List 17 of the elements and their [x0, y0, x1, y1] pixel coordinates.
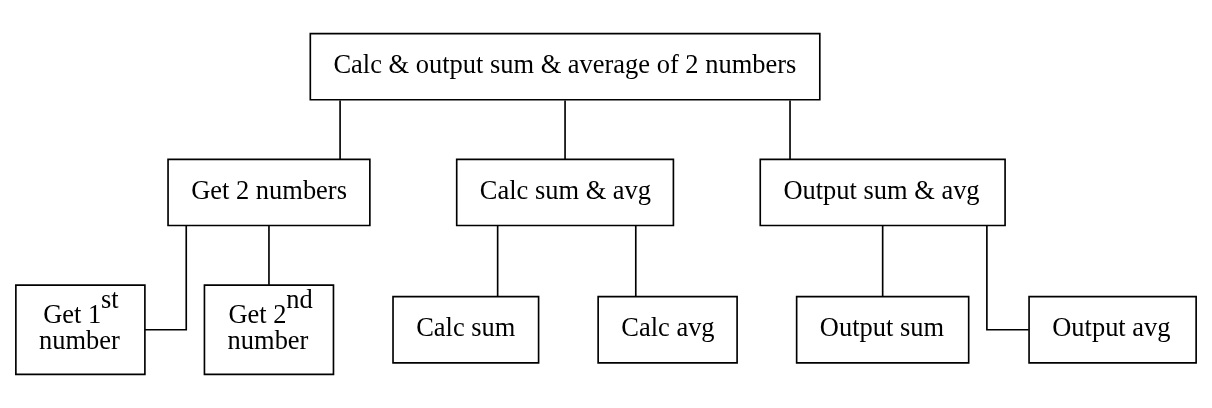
connector: [339, 99, 341, 160]
connector: [789, 99, 791, 160]
connector: [634, 224, 637, 298]
node-box: Output avg: [1028, 295, 1197, 364]
connector: [564, 99, 566, 160]
node-box: Get 2 numbers: [167, 158, 371, 227]
connector: [986, 224, 1030, 331]
connector: [881, 224, 884, 298]
node-box: Calc & output sum & average of 2 numbers: [309, 32, 821, 101]
connector: [496, 224, 499, 298]
node-box: Output sum & avg: [759, 158, 1006, 227]
node-box: Calc avg: [597, 295, 738, 364]
connector: [268, 224, 270, 286]
node-box: Output sum: [795, 295, 970, 364]
node-box: Calc sum & avg: [455, 158, 675, 227]
connector: [144, 224, 188, 331]
node-box: Calc sum: [392, 295, 540, 364]
